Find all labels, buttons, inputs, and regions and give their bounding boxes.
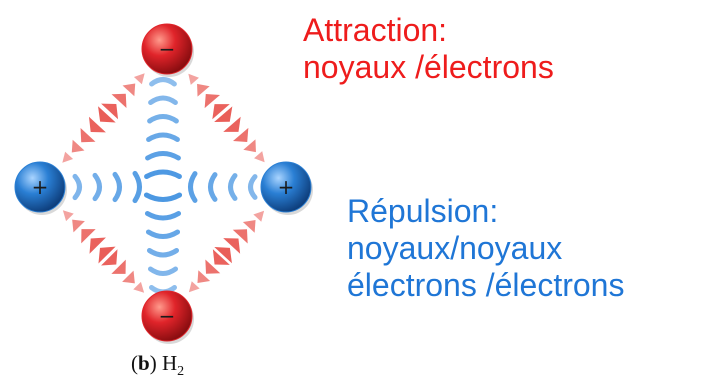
attraction-title: Attraction: bbox=[303, 12, 448, 48]
attraction-text: Attraction: noyaux /électrons bbox=[303, 12, 554, 86]
attraction-chevron bbox=[204, 93, 220, 109]
attraction-chevron bbox=[197, 83, 210, 97]
proton-particle: + bbox=[260, 161, 313, 215]
repulsion-title: Répulsion: bbox=[347, 193, 499, 229]
repulsion-arc-vertical bbox=[147, 266, 179, 276]
h2-diagram: − + + − bbox=[14, 23, 313, 344]
repulsion-arc-horizontal bbox=[72, 173, 82, 201]
attraction-chevron bbox=[62, 151, 74, 163]
electron-sign: − bbox=[159, 304, 176, 328]
attraction-chevron bbox=[133, 281, 145, 293]
attraction-chevron bbox=[122, 270, 135, 284]
attraction-chevron bbox=[254, 151, 265, 163]
attraction-chevron bbox=[253, 210, 265, 222]
particles: − + + − bbox=[14, 23, 313, 344]
repulsion-arc-vertical bbox=[144, 211, 182, 221]
proton-particle: + bbox=[14, 161, 67, 215]
attraction-chevron bbox=[101, 103, 119, 120]
repulsion-arc-vertical bbox=[146, 248, 180, 258]
caption-molecule: H bbox=[161, 351, 178, 375]
attraction-chevron bbox=[111, 93, 127, 109]
attraction-chevron bbox=[80, 127, 96, 143]
caption-close: ) bbox=[149, 351, 157, 375]
attraction-chevron bbox=[223, 116, 241, 132]
attraction-chevron bbox=[88, 116, 106, 133]
caption-subscript: 2 bbox=[177, 364, 185, 380]
attraction-chevron bbox=[122, 83, 136, 97]
repulsion-arc-vertical bbox=[143, 192, 183, 202]
attraction-chevron bbox=[62, 210, 74, 222]
attraction-chevron bbox=[71, 139, 85, 153]
repulsion-arc-horizontal bbox=[112, 171, 122, 203]
repulsion-arc-vertical bbox=[144, 169, 182, 179]
repulsion-text: Répulsion: noyaux/noyaux électrons /élec… bbox=[347, 193, 624, 304]
electron-particle: − bbox=[141, 23, 194, 77]
repulsion-arc-vertical bbox=[145, 151, 181, 161]
attraction-chevron bbox=[232, 229, 248, 244]
attraction-arrows bbox=[62, 73, 265, 293]
attraction-chevron bbox=[98, 106, 116, 123]
attraction-chevron bbox=[81, 229, 96, 244]
repulsion-arc-horizontal bbox=[248, 174, 258, 200]
repulsion-arc-vertical bbox=[146, 132, 180, 142]
repulsion-arc-vertical bbox=[145, 229, 181, 239]
attraction-chevron bbox=[133, 73, 145, 85]
attraction-line-1: noyaux /électrons bbox=[303, 49, 554, 85]
attraction-chevron bbox=[212, 104, 230, 120]
electron-sign: − bbox=[159, 37, 176, 61]
attraction-chevron bbox=[89, 237, 106, 254]
attraction-chevron bbox=[188, 281, 200, 293]
repulsion-arc-vertical bbox=[148, 95, 178, 105]
attraction-chevron bbox=[214, 106, 233, 123]
attraction-chevron bbox=[188, 73, 199, 85]
repulsion-arc-horizontal bbox=[188, 171, 198, 203]
attraction-chevron bbox=[243, 139, 256, 153]
repulsion-arc-horizontal bbox=[208, 172, 218, 202]
repulsion-arc-horizontal bbox=[228, 173, 238, 201]
repulsion-arc-horizontal bbox=[92, 172, 102, 202]
attraction-chevron bbox=[242, 220, 256, 233]
caption-open: ( bbox=[131, 351, 138, 375]
repulsion-arc-horizontal bbox=[132, 170, 142, 204]
attraction-chevron bbox=[205, 259, 221, 274]
repulsion-line-1: noyaux/noyaux bbox=[347, 230, 563, 266]
attraction-chevron bbox=[214, 247, 232, 264]
repulsion-arc-vertical bbox=[149, 77, 177, 87]
electron-particle: − bbox=[141, 290, 194, 344]
attraction-chevron bbox=[197, 270, 211, 283]
attraction-chevron bbox=[212, 249, 230, 265]
attraction-chevron bbox=[72, 219, 85, 233]
figure-caption: (b) H2 bbox=[131, 351, 184, 380]
caption-label: b bbox=[138, 351, 150, 375]
attraction-chevron bbox=[98, 246, 116, 264]
attraction-chevron bbox=[101, 249, 118, 266]
repulsion-line-2: électrons /électrons bbox=[347, 267, 625, 303]
attraction-chevron bbox=[233, 127, 249, 143]
proton-sign: + bbox=[32, 175, 49, 199]
proton-sign: + bbox=[278, 175, 295, 199]
repulsion-arc-vertical bbox=[147, 114, 179, 124]
attraction-chevron bbox=[223, 238, 241, 254]
attraction-chevron bbox=[111, 259, 126, 274]
